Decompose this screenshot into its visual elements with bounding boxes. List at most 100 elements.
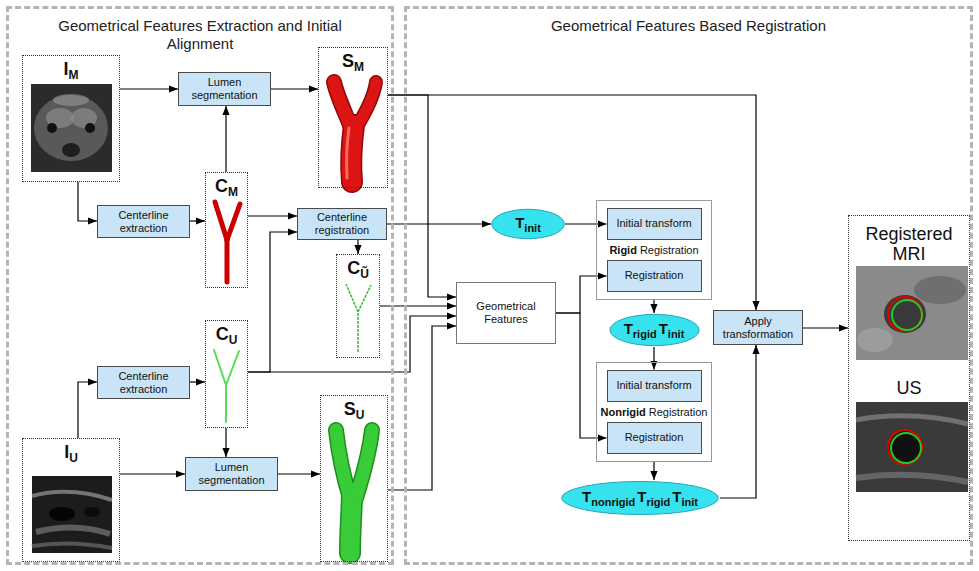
symbol: T: [637, 488, 646, 505]
symbol: S: [342, 51, 354, 71]
subscript: M: [228, 185, 238, 199]
mri-lumen-surface: [334, 82, 376, 182]
registration-group: NonrigidRegistrationInitial transformReg…: [596, 362, 712, 462]
us-image: [32, 476, 112, 553]
box-label: Lumen segmentation: [192, 461, 272, 487]
image-panel: CŨ: [336, 254, 380, 358]
subscript: nonrigid: [591, 496, 635, 508]
flow-arrow: [387, 223, 491, 224]
flow-arrow: [278, 473, 320, 474]
flow-arrow: [225, 428, 226, 457]
group-heading: RigidRegistration: [597, 243, 711, 257]
subscript: U: [229, 333, 238, 347]
transformed-centerline: [346, 284, 371, 352]
box-label: Initial transform: [616, 379, 691, 392]
flow-arrow: [190, 220, 205, 221]
symbol: T: [582, 488, 591, 505]
result-label: US: [854, 378, 964, 398]
flow-arrow: [653, 462, 654, 480]
box-label: Geometrical Features: [466, 300, 546, 326]
registered-us-image: [856, 402, 968, 492]
flow-arrow: [720, 345, 756, 498]
subscript: init: [681, 496, 698, 508]
process-box: Initial transform: [607, 370, 702, 402]
subscript: Ũ: [360, 267, 369, 281]
image-panel: CM: [205, 172, 248, 288]
process-box: Centerline registration: [297, 208, 387, 240]
image-panel: IM: [22, 55, 120, 182]
symbol: T: [659, 320, 668, 337]
flow-arrow: [556, 313, 607, 438]
subscript: M: [354, 60, 364, 74]
flow-arrow: [388, 95, 756, 310]
process-box: Registration: [607, 422, 702, 454]
result-label: Registered MRI: [854, 224, 964, 264]
box-label: Centerline registration: [302, 211, 382, 237]
symbol: C: [215, 176, 228, 196]
symbol-line: IU: [23, 442, 119, 465]
registration-group: RigidRegistrationInitial transformRegist…: [596, 200, 712, 300]
flow-arrow: [803, 327, 848, 328]
symbol: I: [63, 59, 68, 79]
symbol: S: [344, 399, 356, 419]
symbol-line: TnonrigidTrigidTinit: [582, 488, 698, 508]
symbol: T: [624, 320, 633, 337]
process-box: Apply transformation: [713, 310, 803, 345]
us-lumen-surface: [336, 430, 372, 553]
subscript: rigid: [633, 328, 657, 340]
box-label: Lumen segmentation: [185, 76, 265, 102]
flow-arrow: [225, 106, 226, 172]
flow-arrow: [78, 182, 97, 221]
group-heading: NonrigidRegistration: [597, 405, 711, 419]
subscript: U: [69, 451, 78, 465]
flow-arrow: [248, 232, 297, 372]
process-box: Lumen segmentation: [185, 457, 278, 491]
box-label: Centerline extraction: [104, 209, 184, 235]
process-box: Registration: [607, 260, 702, 292]
group-label: Registration: [640, 244, 699, 256]
symbol: I: [64, 442, 69, 462]
image-panel: SU: [320, 395, 388, 562]
section-panel: Geometrical Features Based RegistrationT…: [404, 6, 973, 565]
section-panel: Geometrical Features Extraction and Init…: [6, 6, 394, 565]
group-label: Rigid: [609, 244, 637, 256]
symbol-line: CU: [206, 324, 247, 347]
flow-arrow: [357, 240, 358, 254]
flow-arrow: [565, 223, 607, 224]
process-box: Lumen segmentation: [178, 72, 271, 106]
flow-arrow: [388, 326, 456, 490]
process-box: Centerline extraction: [97, 205, 190, 238]
subscript: init: [668, 328, 685, 340]
mri-centerline: [215, 202, 240, 282]
symbol-line: CM: [206, 176, 247, 199]
transform-ellipse: TrigidTinit: [609, 313, 700, 347]
subscript: rigid: [646, 496, 670, 508]
process-box: Centerline extraction: [97, 366, 190, 399]
result-panel: Registered MRI US: [848, 215, 970, 541]
symbol-line: SM: [319, 51, 387, 74]
symbol-line: SU: [321, 399, 387, 422]
transform-ellipse: TnonrigidTrigidTinit: [560, 480, 720, 516]
registered-mri-image: [856, 266, 968, 360]
panel-heading: Geometrical Features Extraction and Init…: [50, 17, 350, 53]
process-box: Initial transform: [607, 208, 702, 240]
box-label: Initial transform: [616, 217, 691, 230]
image-panel: IU: [22, 438, 120, 562]
flow-arrow: [556, 276, 607, 313]
flow-arrow: [653, 300, 654, 313]
box-label: Centerline extraction: [104, 370, 184, 396]
symbol-line: IM: [23, 59, 119, 82]
symbol: C: [216, 324, 229, 344]
group-label: Registration: [649, 406, 708, 418]
flow-arrow: [190, 381, 205, 382]
feature-box: Geometrical Features: [456, 282, 556, 344]
group-label: Nonrigid: [601, 406, 646, 418]
subscript: init: [524, 222, 541, 234]
image-panel: SM: [318, 47, 388, 188]
symbol: T: [515, 214, 524, 231]
transform-ellipse: Tinit: [491, 208, 565, 240]
mri-image: [31, 84, 112, 172]
box-label: Registration: [625, 431, 684, 444]
symbol: C: [347, 258, 360, 278]
